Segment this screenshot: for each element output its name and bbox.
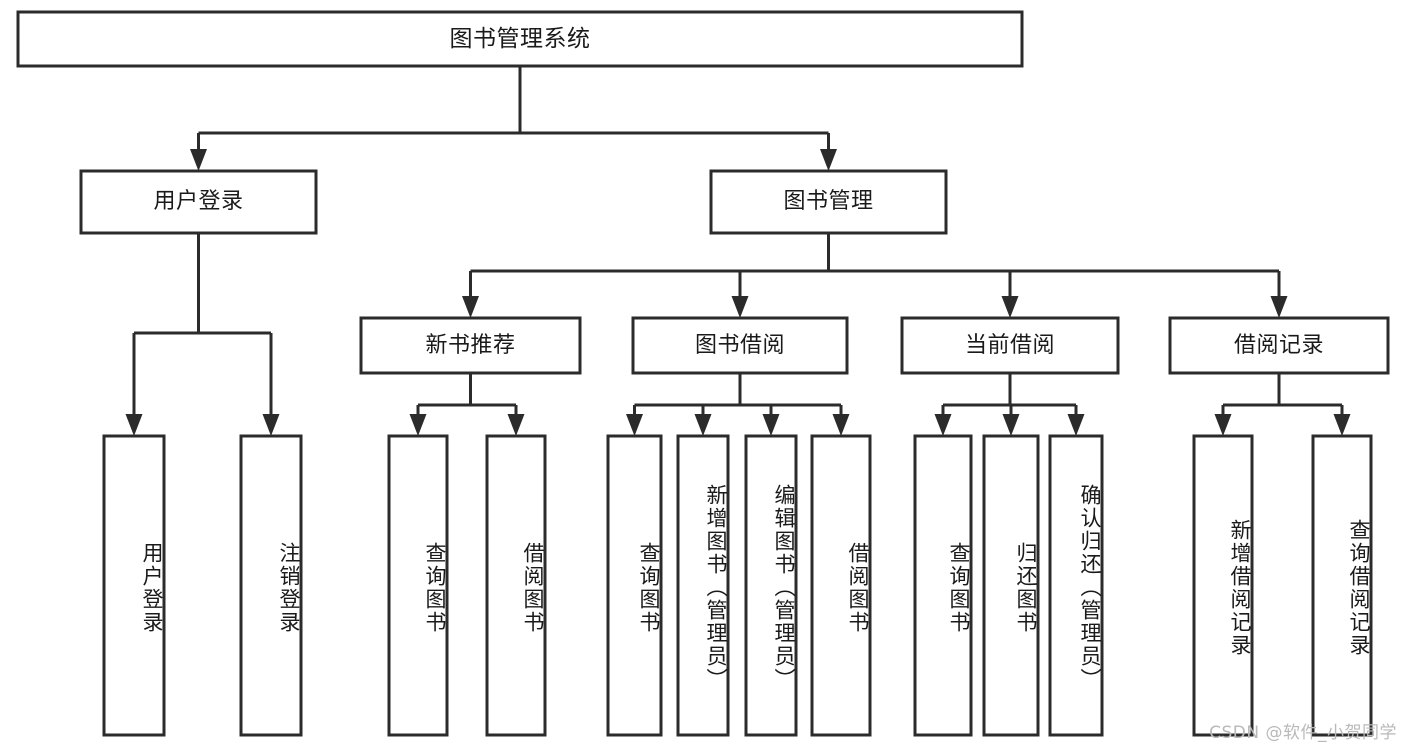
- node-box-leaf-user-login[interactable]: [102, 434, 166, 737]
- node-box-book-manage[interactable]: [709, 169, 948, 235]
- node-box-leaf-add-book[interactable]: [676, 434, 730, 737]
- node-box-leaf-add-record[interactable]: [1192, 434, 1254, 737]
- node-box-leaf-query-book-rec[interactable]: [387, 434, 449, 737]
- node-box-current-borrow[interactable]: [900, 316, 1120, 375]
- node-box-leaf-return-book[interactable]: [982, 434, 1040, 737]
- node-box-leaf-edit-book[interactable]: [744, 434, 798, 737]
- node-box-leaf-confirm-return[interactable]: [1048, 434, 1104, 737]
- node-box-leaf-query-book-current[interactable]: [913, 434, 973, 737]
- node-box-borrow-record[interactable]: [1168, 316, 1390, 375]
- node-box-user-login[interactable]: [79, 169, 318, 235]
- node-box-book-borrow[interactable]: [631, 316, 849, 375]
- node-box-leaf-query-record[interactable]: [1311, 434, 1373, 737]
- csdn-watermark: CSDN @软件_小贺同学: [1209, 723, 1397, 743]
- node-box-leaf-borrow-book-rec[interactable]: [485, 434, 547, 737]
- node-box-leaf-user-logout[interactable]: [239, 434, 303, 737]
- node-box-new-book-rec[interactable]: [359, 316, 582, 375]
- node-box-leaf-borrow-book[interactable]: [810, 434, 872, 737]
- node-box-leaf-query-book-borrow[interactable]: [606, 434, 663, 737]
- node-box-root[interactable]: [16, 10, 1024, 68]
